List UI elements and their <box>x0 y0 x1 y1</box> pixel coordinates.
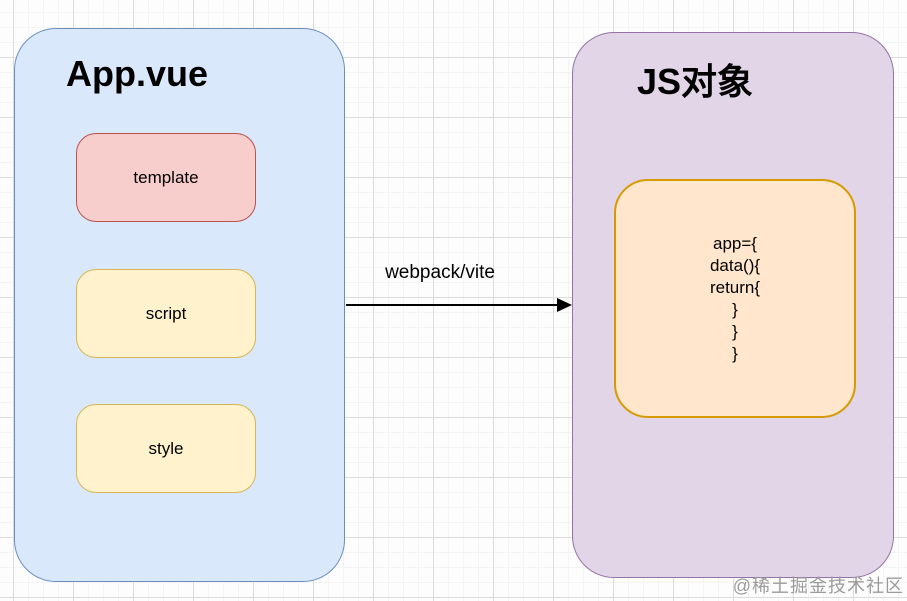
code-line: } <box>732 299 738 319</box>
code-line: data(){ <box>709 255 761 275</box>
code-line: return{ <box>709 277 761 297</box>
code-line: app={ <box>713 233 757 253</box>
watermark: @稀土掘金技术社区 <box>732 576 904 596</box>
code-line: } <box>732 321 738 341</box>
js-object-panel: JS对象 app={ data(){ return{ } } } <box>572 32 894 578</box>
style-block: style <box>76 404 256 493</box>
js-object-title: JS对象 <box>637 61 754 102</box>
script-block-label: script <box>145 303 187 323</box>
arrow-label: webpack/vite <box>385 262 495 283</box>
script-block: script <box>76 269 256 358</box>
template-block: template <box>76 133 256 222</box>
app-vue-panel: App.vue template script style <box>14 28 345 582</box>
app-vue-title: App.vue <box>66 53 209 94</box>
code-box: app={ data(){ return{ } } } <box>614 179 856 418</box>
template-block-label: template <box>133 167 199 187</box>
style-block-label: style <box>148 438 184 458</box>
code-line: } <box>732 343 738 363</box>
right-arrow-icon <box>346 298 572 312</box>
